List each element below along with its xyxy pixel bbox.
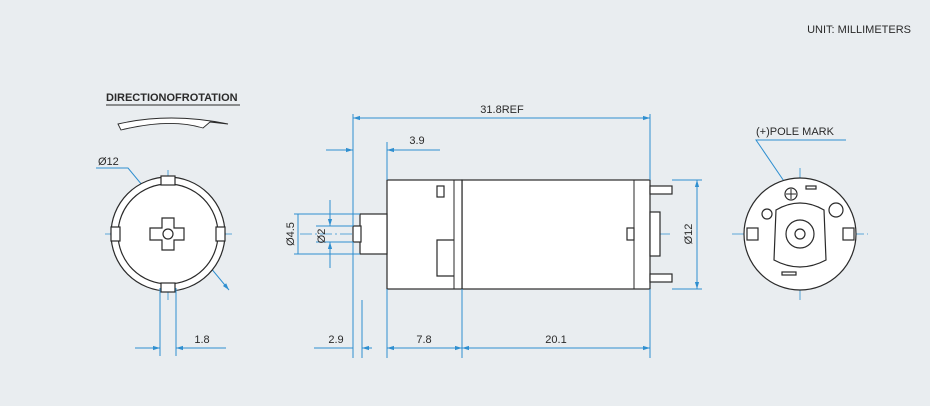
rear-terminal-left [746, 227, 759, 241]
terminal-bottom [649, 273, 673, 283]
shaft-boss [359, 213, 388, 255]
terminal-tab [626, 227, 635, 241]
rear-shaft-center [794, 228, 806, 240]
front-diameter-label: Ø12 [98, 156, 119, 168]
rear-terminal-right [842, 227, 855, 241]
front-view: DIRECTIONOFROTATION Ø12 1.8 [96, 92, 240, 356]
shaft-diameter-label: Ø2 [316, 229, 328, 244]
gearbox-clip-top [436, 185, 445, 198]
front-notch-right [215, 226, 226, 242]
rear-view: (+)POLE MARK [732, 126, 868, 302]
rear-slot-top [805, 185, 817, 190]
rear-inner-housing [773, 202, 827, 268]
front-notch-top [160, 175, 176, 186]
pole-mark-label: (+)POLE MARK [756, 126, 835, 138]
shaft-step-label: 3.9 [409, 135, 424, 147]
rear-slot-bottom [781, 271, 797, 276]
pole-mark-leader [755, 139, 846, 191]
rotation-arrow-icon [117, 117, 229, 131]
shaft-length-label: 2.9 [328, 334, 343, 346]
motor-length-label: 20.1 [545, 334, 566, 346]
gearbox-clip-bottom [436, 239, 454, 277]
side-view: 31.8REF 3.9 Ø2 Ø4.5 Ø12 2.9 [285, 104, 702, 358]
gearbox-body [386, 179, 463, 290]
rear-hole-left [761, 208, 773, 220]
terminal-block [649, 211, 661, 257]
shaft-tip [352, 225, 362, 243]
front-notch-bottom [160, 282, 176, 293]
front-shaft-cross [149, 217, 185, 251]
unit-label: UNIT: MILLIMETERS [807, 24, 911, 36]
gearbox-length-label: 7.8 [416, 334, 431, 346]
body-diameter-label: Ø12 [683, 224, 695, 245]
front-notch-left [110, 226, 121, 242]
overall-length-label: 31.8REF [480, 104, 524, 116]
front-width-label: 1.8 [194, 334, 209, 346]
motor-body [461, 179, 651, 290]
rear-hole-right [828, 202, 844, 218]
boss-diameter-label: Ø4.5 [285, 222, 297, 246]
direction-of-rotation-label: DIRECTIONOFROTATION [106, 92, 238, 104]
terminal-top [649, 185, 673, 195]
front-shaft-center [162, 228, 174, 240]
rear-bearing [785, 219, 815, 249]
